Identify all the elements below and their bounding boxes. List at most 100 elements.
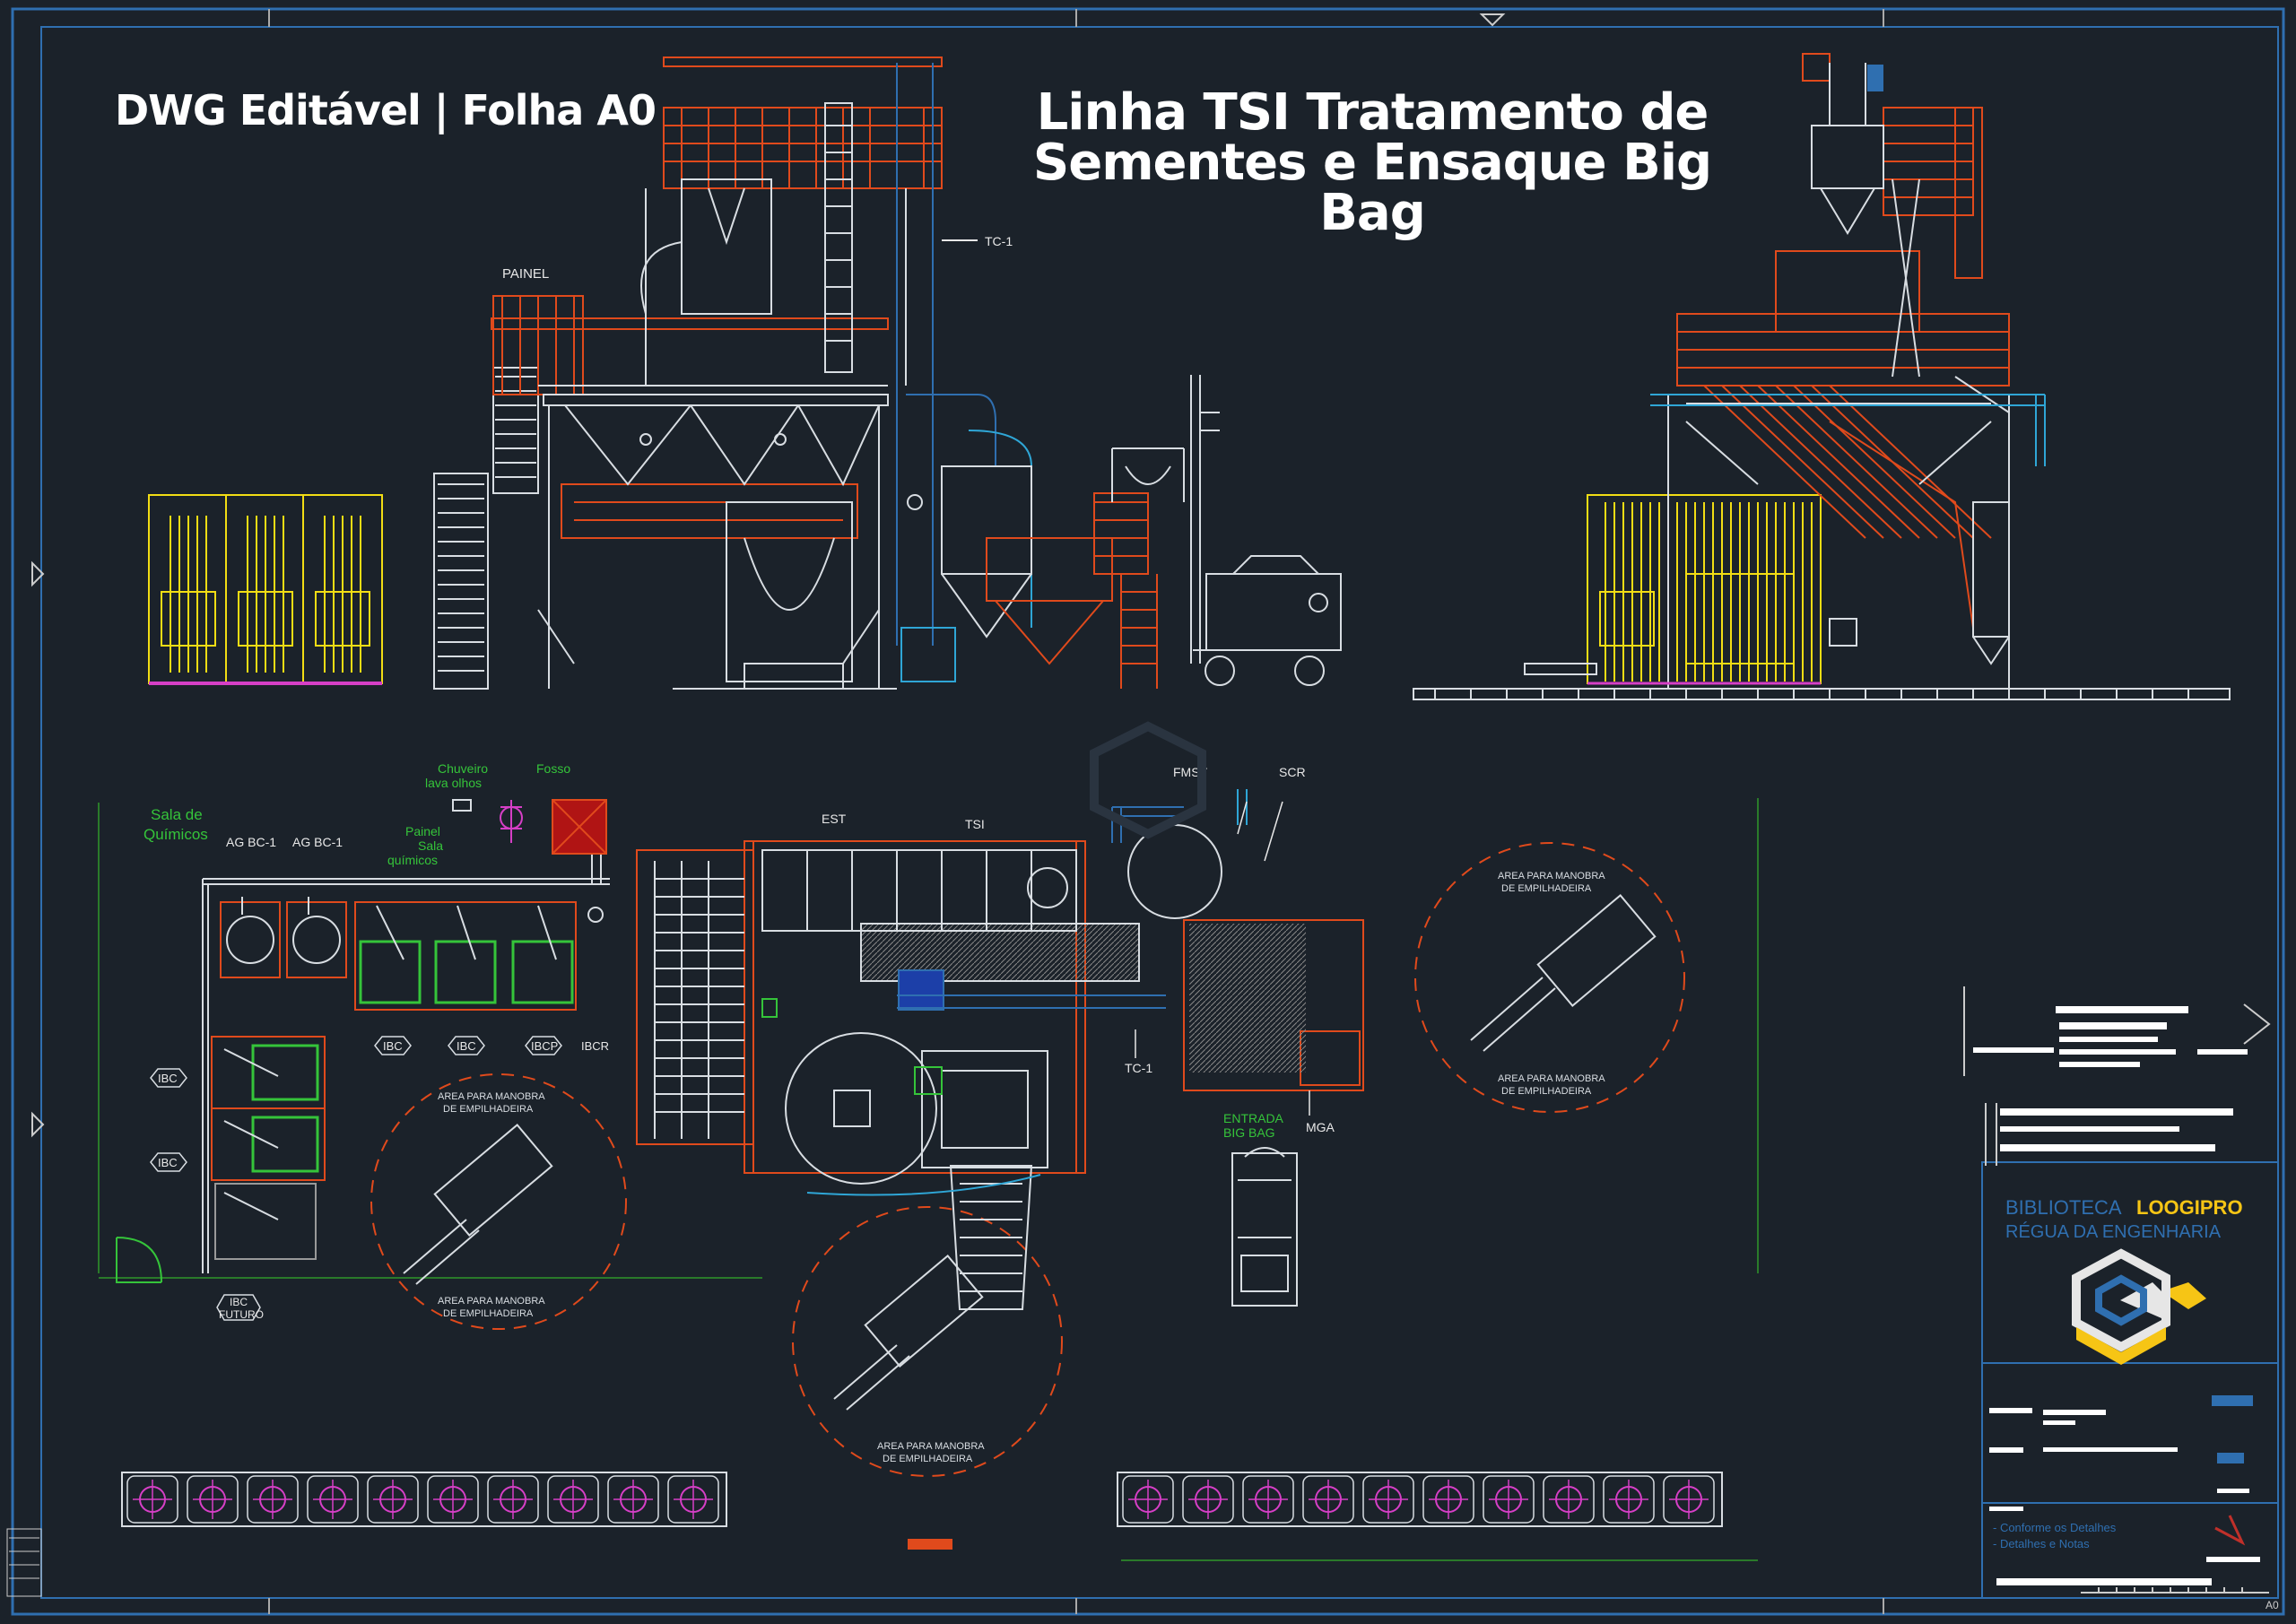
pallet-outline (1483, 1475, 1535, 1524)
ibcp-tag: IBCP (531, 1039, 558, 1053)
ibc-tag-4: IBC (457, 1039, 476, 1053)
area-manobra-label-3b: DE EMPILHADEIRA (883, 1454, 973, 1464)
pallet-outline (607, 1475, 659, 1524)
pallet-crosshair (613, 1480, 653, 1519)
painel-sala-label-3: químicos (387, 853, 438, 867)
pallet-crosshair (133, 1480, 172, 1519)
big-bag-forklift-plan (1231, 1147, 1298, 1307)
side-ibc-storage (1587, 494, 1822, 684)
tsi-label: TSI (965, 817, 985, 831)
note-line-2: - Detalhes e Notas (1993, 1537, 2090, 1550)
ibc-storage-elevation (148, 494, 383, 685)
painel-sala-label-1: Painel (405, 824, 440, 838)
scr-label: SCR (1279, 765, 1306, 779)
pallet-crosshair (1369, 1480, 1408, 1519)
pallet-outline (1422, 1475, 1474, 1524)
agbc1-label-a: AG BC-1 (226, 835, 276, 849)
brand-name: LOOGIPRO (2136, 1196, 2243, 1219)
pallet-crosshair (193, 1480, 232, 1519)
side-floor (1413, 663, 2231, 700)
tsi-main-structure (491, 56, 943, 539)
secondary-hopper (907, 465, 1032, 638)
plan-labels: Chuveiro lava olhos Fosso Sala de Químic… (144, 761, 1605, 1464)
pallet-outline (1603, 1475, 1655, 1524)
front-elevation: TC-1 PAINEL (148, 56, 1342, 690)
area-manobra-label-2c: AREA PARA MANOBRA (438, 1296, 545, 1307)
side-silo (1667, 63, 2010, 689)
forklift-maneuver-area (370, 842, 1685, 1477)
stairs-elevation (433, 367, 539, 690)
title-block (1963, 986, 2279, 1599)
pallet-crosshair (1429, 1480, 1468, 1519)
entrada-big-bag-label-2: BIG BAG (1223, 1125, 1275, 1140)
pallet-outline (1663, 1475, 1715, 1524)
conveyor-tc1 (896, 63, 1032, 682)
forklift-elevation (1193, 555, 1342, 686)
painel-sala-label-2: Sala (418, 838, 443, 853)
fosso-label: Fosso (536, 761, 570, 776)
pallet-outline (1182, 1475, 1234, 1524)
ibc-tag-1: IBC (158, 1072, 178, 1085)
pallet-crosshair (1609, 1480, 1648, 1519)
pallet-crosshair (1309, 1480, 1348, 1519)
pallet-outline (667, 1475, 719, 1524)
building-outline (98, 798, 1759, 1561)
pallet-outline (126, 1475, 178, 1524)
pallet-crosshair (1128, 1480, 1168, 1519)
pallet-row-right (1117, 1472, 1723, 1527)
pallet-crosshair (1669, 1480, 1709, 1519)
agbc1-label-b: AG BC-1 (292, 835, 343, 849)
chemical-room (202, 799, 610, 1273)
pallet-outline (367, 1475, 419, 1524)
pallet-crosshair (373, 1480, 413, 1519)
sala-quimicos-label-2: Químicos (144, 826, 208, 843)
sala-quimicos-label-1: Sala de (151, 806, 203, 823)
area-manobra-label-1a: AREA PARA MANOBRA (1498, 871, 1605, 881)
pallet-row-left (121, 1472, 727, 1527)
ibc-tag-3: IBC (383, 1039, 403, 1053)
pallet-outline (1362, 1475, 1414, 1524)
est-label: EST (822, 812, 847, 826)
agitators (220, 901, 577, 1011)
loogipro-logo-icon (2072, 1248, 2206, 1365)
pallet-outline (427, 1475, 479, 1524)
pallet-crosshair (433, 1480, 473, 1519)
area-manobra-label-1c: AREA PARA MANOBRA (1498, 1073, 1605, 1084)
pallet-crosshair (313, 1480, 352, 1519)
ibcr-tag: IBCR (581, 1039, 609, 1053)
side-ducts (1650, 394, 2046, 466)
pallet-outline (247, 1475, 299, 1524)
ibc-tanks-green (251, 940, 574, 1173)
pallet-outline (307, 1475, 359, 1524)
sheet-code: A0 (2266, 1599, 2279, 1611)
pallet-crosshair (1248, 1480, 1288, 1519)
pallet-crosshair (253, 1480, 292, 1519)
pallet-outline (1242, 1475, 1294, 1524)
watermark-logo-icon (1090, 721, 1206, 839)
tsi-equipment (537, 102, 907, 690)
area-manobra-label-2d: DE EMPILHADEIRA (443, 1308, 534, 1319)
pallet-crosshair (493, 1480, 533, 1519)
ibc-futuro-tag-1: IBC (230, 1296, 248, 1308)
pallet-symbols-left (126, 1475, 719, 1524)
area-manobra-label-1b: DE EMPILHADEIRA (1501, 883, 1592, 894)
painel-label: PAINEL (502, 266, 549, 282)
area-manobra-label-3a: AREA PARA MANOBRA (877, 1441, 985, 1452)
area-manobra-label-2b: DE EMPILHADEIRA (443, 1104, 534, 1115)
pallet-crosshair (674, 1480, 713, 1519)
pallet-outline (1302, 1475, 1354, 1524)
pallet-crosshair (1489, 1480, 1528, 1519)
ibc-futuro-tag-2: FUTURO (219, 1308, 264, 1321)
pallet-outline (487, 1475, 539, 1524)
tc1-label: TC-1 (985, 234, 1013, 248)
pallet-outline (1543, 1475, 1595, 1524)
drawing-main-title: Linha TSI Tratamento de Sementes e Ensaq… (978, 88, 1767, 239)
pallet-crosshair (1188, 1480, 1228, 1519)
ibc-tag-2: IBC (158, 1156, 178, 1169)
pallet-outline (187, 1475, 239, 1524)
chuveiro-label: Chuveiro (438, 761, 488, 776)
entrada-big-bag-label-1: ENTRADA (1223, 1111, 1284, 1125)
pallet-crosshair (553, 1480, 593, 1519)
pallet-outline (1122, 1475, 1174, 1524)
lava-olhos-label: lava olhos (425, 776, 482, 790)
